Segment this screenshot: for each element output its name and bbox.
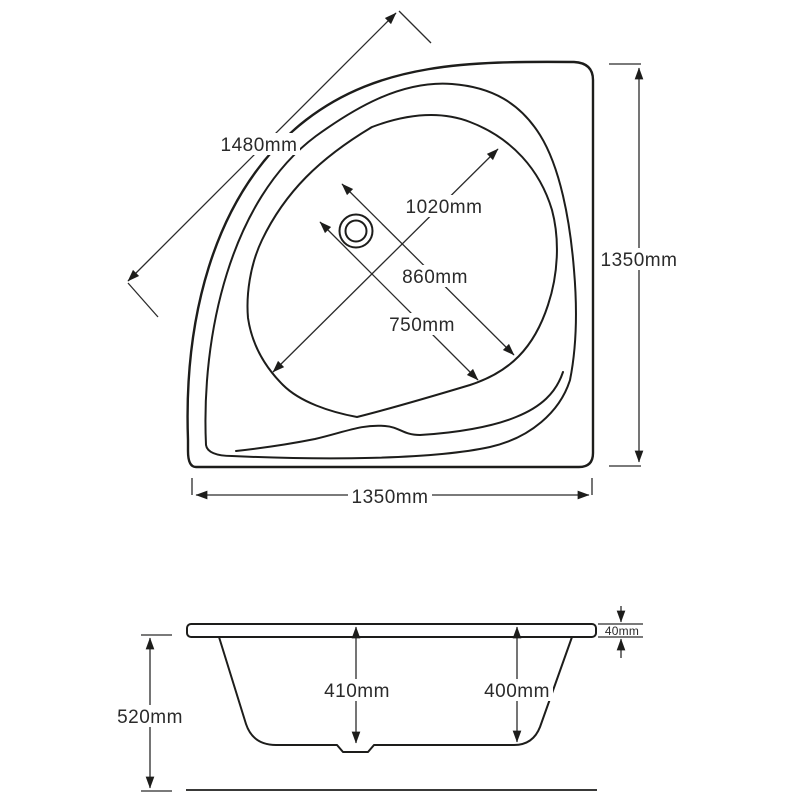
side-rim-slab (186, 623, 597, 638)
label-bg (402, 195, 486, 217)
dim-1480-tick-top (398, 10, 432, 44)
side-view: 520mm 410mm 400mm 40mm (114, 606, 643, 792)
label-bg (348, 485, 432, 507)
dim-1020-label: 1020mm (406, 197, 483, 218)
drain-inner-icon (344, 219, 368, 243)
label-bg (114, 705, 186, 727)
dim-1350-right-label: 1350mm (601, 250, 678, 271)
dim-40 (598, 606, 643, 658)
dim-750-line (319, 221, 479, 381)
label-bg (481, 679, 553, 701)
dim-1350-bottom-label: 1350mm (352, 487, 429, 508)
side-tub-profile (218, 636, 573, 753)
dim-400-label: 400mm (484, 681, 550, 702)
label-bg (321, 679, 393, 701)
dim-40-label: 40mm (605, 624, 639, 638)
dim-520-label: 520mm (117, 707, 183, 728)
label-bg (218, 133, 300, 155)
dim-750-label: 750mm (389, 315, 455, 336)
label-bg (399, 265, 471, 287)
dim-410-label: 410mm (324, 681, 390, 702)
plan-seat-line (235, 371, 564, 452)
dim-1480-label: 1480mm (221, 135, 298, 156)
dim-1480 (127, 10, 432, 318)
plan-view: 1480mm 1020mm 860mm 750mm 1350mm 1350mm (127, 10, 681, 508)
dim-1480-tick-bottom (127, 282, 159, 318)
label-bg (597, 248, 681, 270)
drain-icon (338, 213, 374, 249)
label-bg (386, 313, 458, 335)
dim-1020-line (272, 148, 499, 373)
dim-860-label: 860mm (402, 267, 468, 288)
